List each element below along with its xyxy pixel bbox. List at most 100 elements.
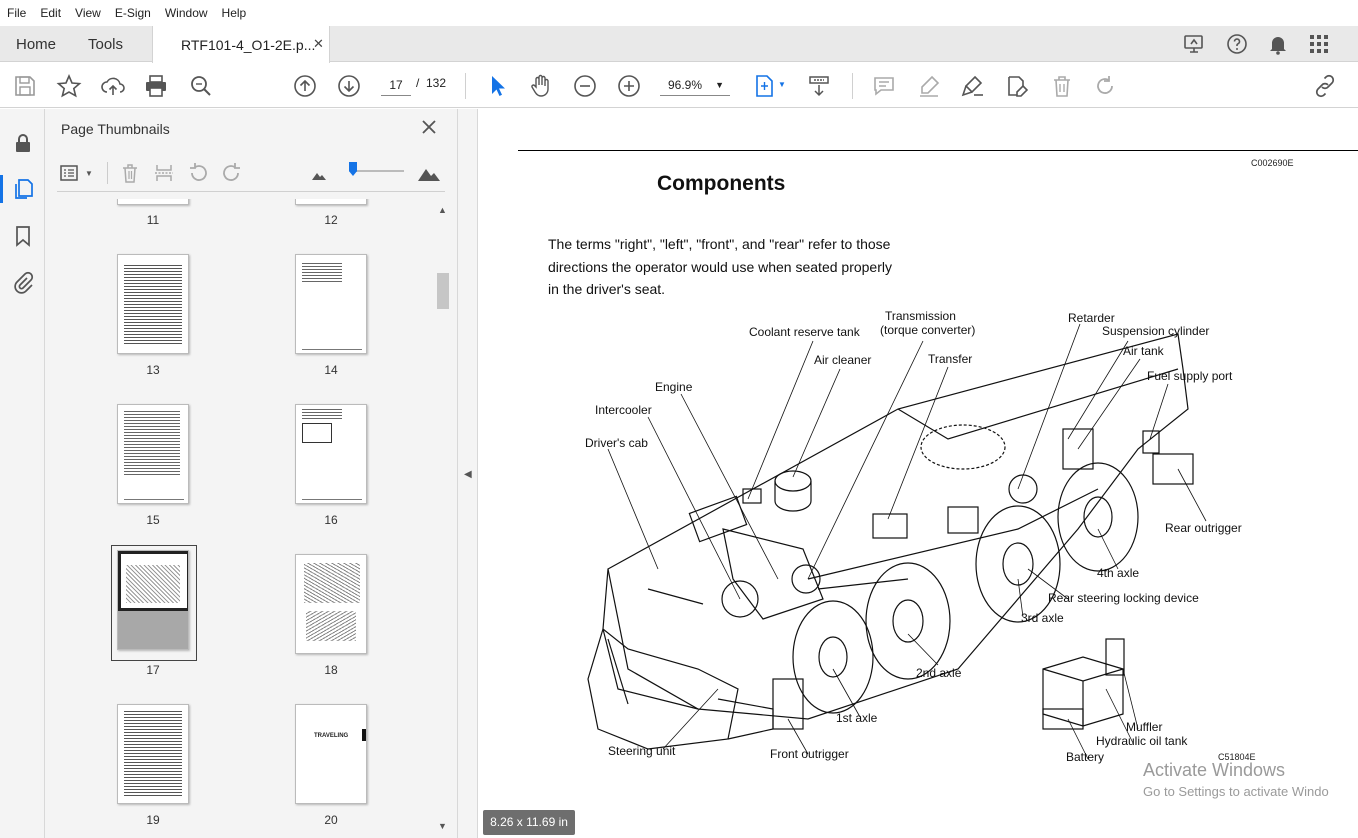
tab-tools[interactable]: Tools bbox=[88, 36, 124, 53]
label-torque-converter: (torque converter) bbox=[880, 323, 976, 337]
thumbnail-label: 19 bbox=[146, 813, 160, 827]
bookmark-icon[interactable] bbox=[11, 224, 35, 248]
insert-page-icon[interactable] bbox=[153, 162, 175, 184]
thumbnail-page-20[interactable]: TRAVELING bbox=[295, 704, 367, 804]
close-panel-icon[interactable] bbox=[421, 119, 437, 135]
components-diagram bbox=[587, 323, 1207, 760]
menu-window[interactable]: Window bbox=[164, 6, 208, 20]
toolbar-divider-2 bbox=[852, 73, 853, 99]
large-thumbnails-icon[interactable] bbox=[417, 161, 441, 185]
comment-icon[interactable] bbox=[871, 73, 897, 99]
thumbnail-label: 18 bbox=[324, 663, 338, 677]
paragraph-line: The terms "right", "left", "front", and … bbox=[548, 236, 891, 252]
fit-page-icon[interactable] bbox=[752, 73, 778, 99]
menu-esign[interactable]: E-Sign bbox=[114, 6, 151, 20]
collapse-arrow-icon[interactable]: ◀ bbox=[464, 469, 472, 480]
draw-sign-icon[interactable] bbox=[960, 73, 986, 99]
zoom-search-icon[interactable] bbox=[188, 73, 214, 99]
label-3rd-axle: 3rd axle bbox=[1021, 611, 1064, 625]
save-icon[interactable] bbox=[12, 73, 38, 99]
upload-cloud-icon[interactable] bbox=[100, 73, 126, 99]
share-link-icon[interactable] bbox=[1312, 73, 1338, 99]
options-menu-icon[interactable] bbox=[59, 162, 81, 184]
menu-help[interactable]: Help bbox=[221, 6, 247, 20]
previous-page-icon[interactable] bbox=[292, 73, 318, 99]
menu-view[interactable]: View bbox=[75, 6, 101, 20]
label-drivers-cab: Driver's cab bbox=[585, 436, 648, 450]
tab-close-icon[interactable]: ✕ bbox=[313, 36, 324, 51]
thumbnail-20-heading: TRAVELING bbox=[314, 733, 349, 739]
thumbnail-label: 12 bbox=[324, 213, 338, 227]
zoom-level-select[interactable]: 96.9% ▼ bbox=[660, 74, 730, 96]
delete-trash-icon[interactable] bbox=[1049, 73, 1075, 99]
thumbnail-size-slider[interactable] bbox=[350, 170, 404, 172]
menu-edit[interactable]: Edit bbox=[40, 6, 62, 20]
page-thumbnails-icon[interactable] bbox=[11, 177, 35, 201]
thumbnail-page-15[interactable] bbox=[117, 404, 189, 504]
thumbnail-page-14[interactable] bbox=[295, 254, 367, 354]
next-page-icon[interactable] bbox=[336, 73, 362, 99]
label-intercooler: Intercooler bbox=[595, 403, 652, 417]
small-thumbnails-icon[interactable] bbox=[311, 166, 327, 182]
label-transmission: Transmission bbox=[885, 309, 956, 323]
rotate-right-icon[interactable] bbox=[221, 162, 243, 184]
hand-tool-icon[interactable] bbox=[528, 73, 554, 99]
highlight-pen-icon[interactable] bbox=[916, 73, 942, 99]
menu-bar: File Edit View E-Sign Window Help bbox=[0, 0, 1358, 26]
main-toolbar: 17 / 132 96.9% ▼ ▼ bbox=[0, 63, 1358, 108]
panel-collapse-bar[interactable]: ◀ bbox=[458, 109, 478, 838]
thumbnail-page-19[interactable] bbox=[117, 704, 189, 804]
tab-document[interactable]: RTF101-4_O1-2E.p... ✕ bbox=[152, 26, 330, 63]
navigation-rail bbox=[0, 109, 45, 838]
redo-icon[interactable] bbox=[1092, 73, 1118, 99]
label-transfer: Transfer bbox=[928, 352, 973, 366]
apps-grid-icon[interactable] bbox=[1307, 32, 1331, 56]
panel-toolbar-divider bbox=[107, 162, 108, 184]
selected-thumbnail-frame bbox=[111, 545, 197, 661]
select-cursor-icon[interactable] bbox=[484, 73, 510, 99]
tab-document-title: RTF101-4_O1-2E.p... bbox=[181, 37, 316, 53]
lock-icon[interactable] bbox=[11, 131, 35, 155]
thumbnail-page-11[interactable] bbox=[117, 199, 189, 205]
paragraph-line: directions the operator would use when s… bbox=[548, 258, 892, 275]
scroll-up-icon[interactable]: ▲ bbox=[438, 205, 447, 215]
thumbnail-page-17[interactable] bbox=[117, 550, 189, 650]
thumbnail-page-18[interactable] bbox=[295, 554, 367, 654]
thumbnail-label: 17 bbox=[146, 663, 160, 677]
label-air-tank: Air tank bbox=[1123, 344, 1164, 358]
tab-bar: Home Tools RTF101-4_O1-2E.p... ✕ bbox=[0, 26, 1358, 63]
bookmark-star-icon[interactable] bbox=[56, 73, 82, 99]
menu-file[interactable]: File bbox=[7, 6, 27, 20]
print-icon[interactable] bbox=[143, 73, 169, 99]
rotate-left-icon[interactable] bbox=[187, 162, 209, 184]
zoom-in-icon[interactable] bbox=[616, 73, 642, 99]
delete-page-icon[interactable] bbox=[119, 162, 141, 184]
current-page-input[interactable]: 17 bbox=[381, 74, 411, 96]
activation-watermark-title: Activate Windows bbox=[1143, 760, 1286, 780]
activation-watermark-subtitle: Go to Settings to activate Windo bbox=[1143, 784, 1329, 799]
share-screen-icon[interactable] bbox=[1182, 32, 1206, 56]
paragraph-line: in the driver's seat. bbox=[548, 281, 666, 297]
document-view: C002690E Components The terms "right", "… bbox=[478, 109, 1358, 838]
zoom-out-icon[interactable] bbox=[572, 73, 598, 99]
thumbnail-label: 16 bbox=[324, 513, 338, 527]
thumbnail-label: 20 bbox=[324, 813, 338, 827]
help-icon[interactable] bbox=[1225, 32, 1249, 56]
tab-home[interactable]: Home bbox=[16, 36, 57, 53]
attachment-paperclip-icon[interactable] bbox=[11, 271, 35, 295]
panel-title: Page Thumbnails bbox=[61, 121, 170, 137]
fit-page-dropdown-icon[interactable]: ▼ bbox=[778, 80, 786, 89]
thumbnail-size-slider-handle[interactable] bbox=[349, 162, 357, 176]
thumbnail-page-12[interactable] bbox=[295, 199, 367, 205]
options-dropdown-icon[interactable]: ▼ bbox=[85, 169, 93, 178]
page-count: 132 bbox=[426, 76, 447, 90]
thumbnail-scrollbar[interactable]: ▲ ▼ bbox=[435, 201, 452, 837]
edit-stamp-icon[interactable] bbox=[1004, 73, 1030, 99]
notifications-bell-icon[interactable] bbox=[1266, 32, 1290, 56]
scroll-down-icon[interactable]: ▼ bbox=[438, 821, 447, 831]
thumbnail-page-13[interactable] bbox=[117, 254, 189, 354]
toolbar-divider bbox=[465, 73, 466, 99]
scroll-mode-icon[interactable] bbox=[806, 73, 832, 99]
thumbnail-page-16[interactable] bbox=[295, 404, 367, 504]
scrollbar-thumb[interactable] bbox=[437, 273, 449, 309]
